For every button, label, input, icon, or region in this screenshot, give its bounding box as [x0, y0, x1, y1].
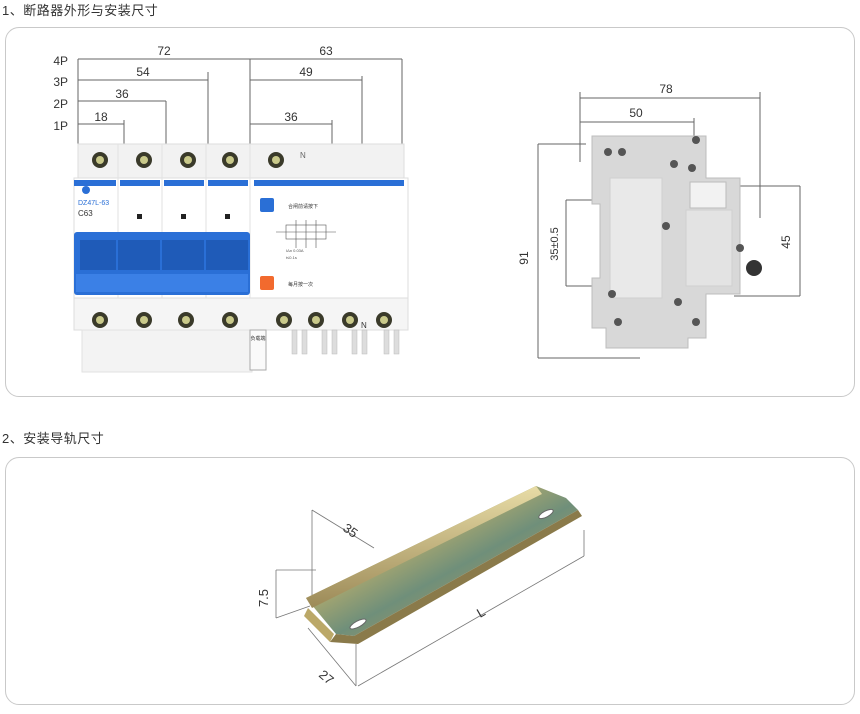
rail-dim-27: 27: [316, 667, 337, 688]
rail-dim-7-5: 7.5: [256, 589, 271, 607]
pole-label-2p: 2P: [53, 97, 68, 111]
dim-36-right: 36: [284, 110, 298, 124]
pole-label-4p: 4P: [53, 54, 68, 68]
neutral-mark-bottom: N: [361, 321, 367, 330]
dim-63: 63: [319, 44, 333, 58]
reset-button: [260, 198, 274, 212]
rail-panel: 35 7.5 L 27: [5, 457, 855, 705]
side-dim-50: 50: [629, 106, 643, 120]
blue-button-label: 合闸前请按下: [288, 203, 318, 210]
orange-button-label: 每月按一次: [288, 281, 313, 288]
dim-36-left: 36: [115, 87, 129, 101]
front-dimension-lines: [77, 58, 403, 151]
neutral-mark-top: N: [300, 151, 306, 160]
din-rail: [304, 486, 582, 644]
pole-label-3p: 3P: [53, 75, 68, 89]
side-dim-91: 91: [517, 251, 531, 265]
dim-72: 72: [157, 44, 171, 58]
dim-49: 49: [299, 65, 313, 79]
rating-small: IΔn 0.03A: [286, 248, 304, 253]
test-button: [260, 276, 274, 290]
breaker-panel: 4P 3P 2P 1P 72 54 36 18 63 49 36: [5, 27, 855, 397]
side-view: 78 50 91 35±0.5 45: [517, 82, 801, 359]
top-terminals: [92, 152, 284, 168]
pole-label-1p: 1P: [53, 119, 68, 133]
breaker-front: DZ47L-63 C63 合闸前请按下 IΔn 0.03A t≤0.1s 每月按…: [73, 143, 409, 373]
side-dim-45: 45: [779, 235, 793, 249]
bottom-terminals: [92, 312, 392, 328]
section1-heading: 1、断路器外形与安装尺寸: [2, 3, 159, 18]
side-dim-78: 78: [659, 82, 673, 96]
rail-dim-35: 35: [340, 520, 360, 541]
dim-18: 18: [94, 110, 108, 124]
breaker-drawing: 4P 3P 2P 1P 72 54 36 18 63 49 36: [53, 44, 801, 373]
dim-54: 54: [136, 65, 150, 79]
rating-label: C63: [78, 209, 93, 218]
rail-drawing: 35 7.5 L 27: [256, 486, 585, 688]
side-tag: 负载端: [250, 335, 265, 342]
side-dim-35: 35±0.5: [549, 227, 561, 261]
model-label: DZ47L-63: [78, 200, 109, 207]
time-small: t≤0.1s: [286, 255, 297, 260]
section2-heading: 2、安装导轨尺寸: [2, 431, 105, 446]
